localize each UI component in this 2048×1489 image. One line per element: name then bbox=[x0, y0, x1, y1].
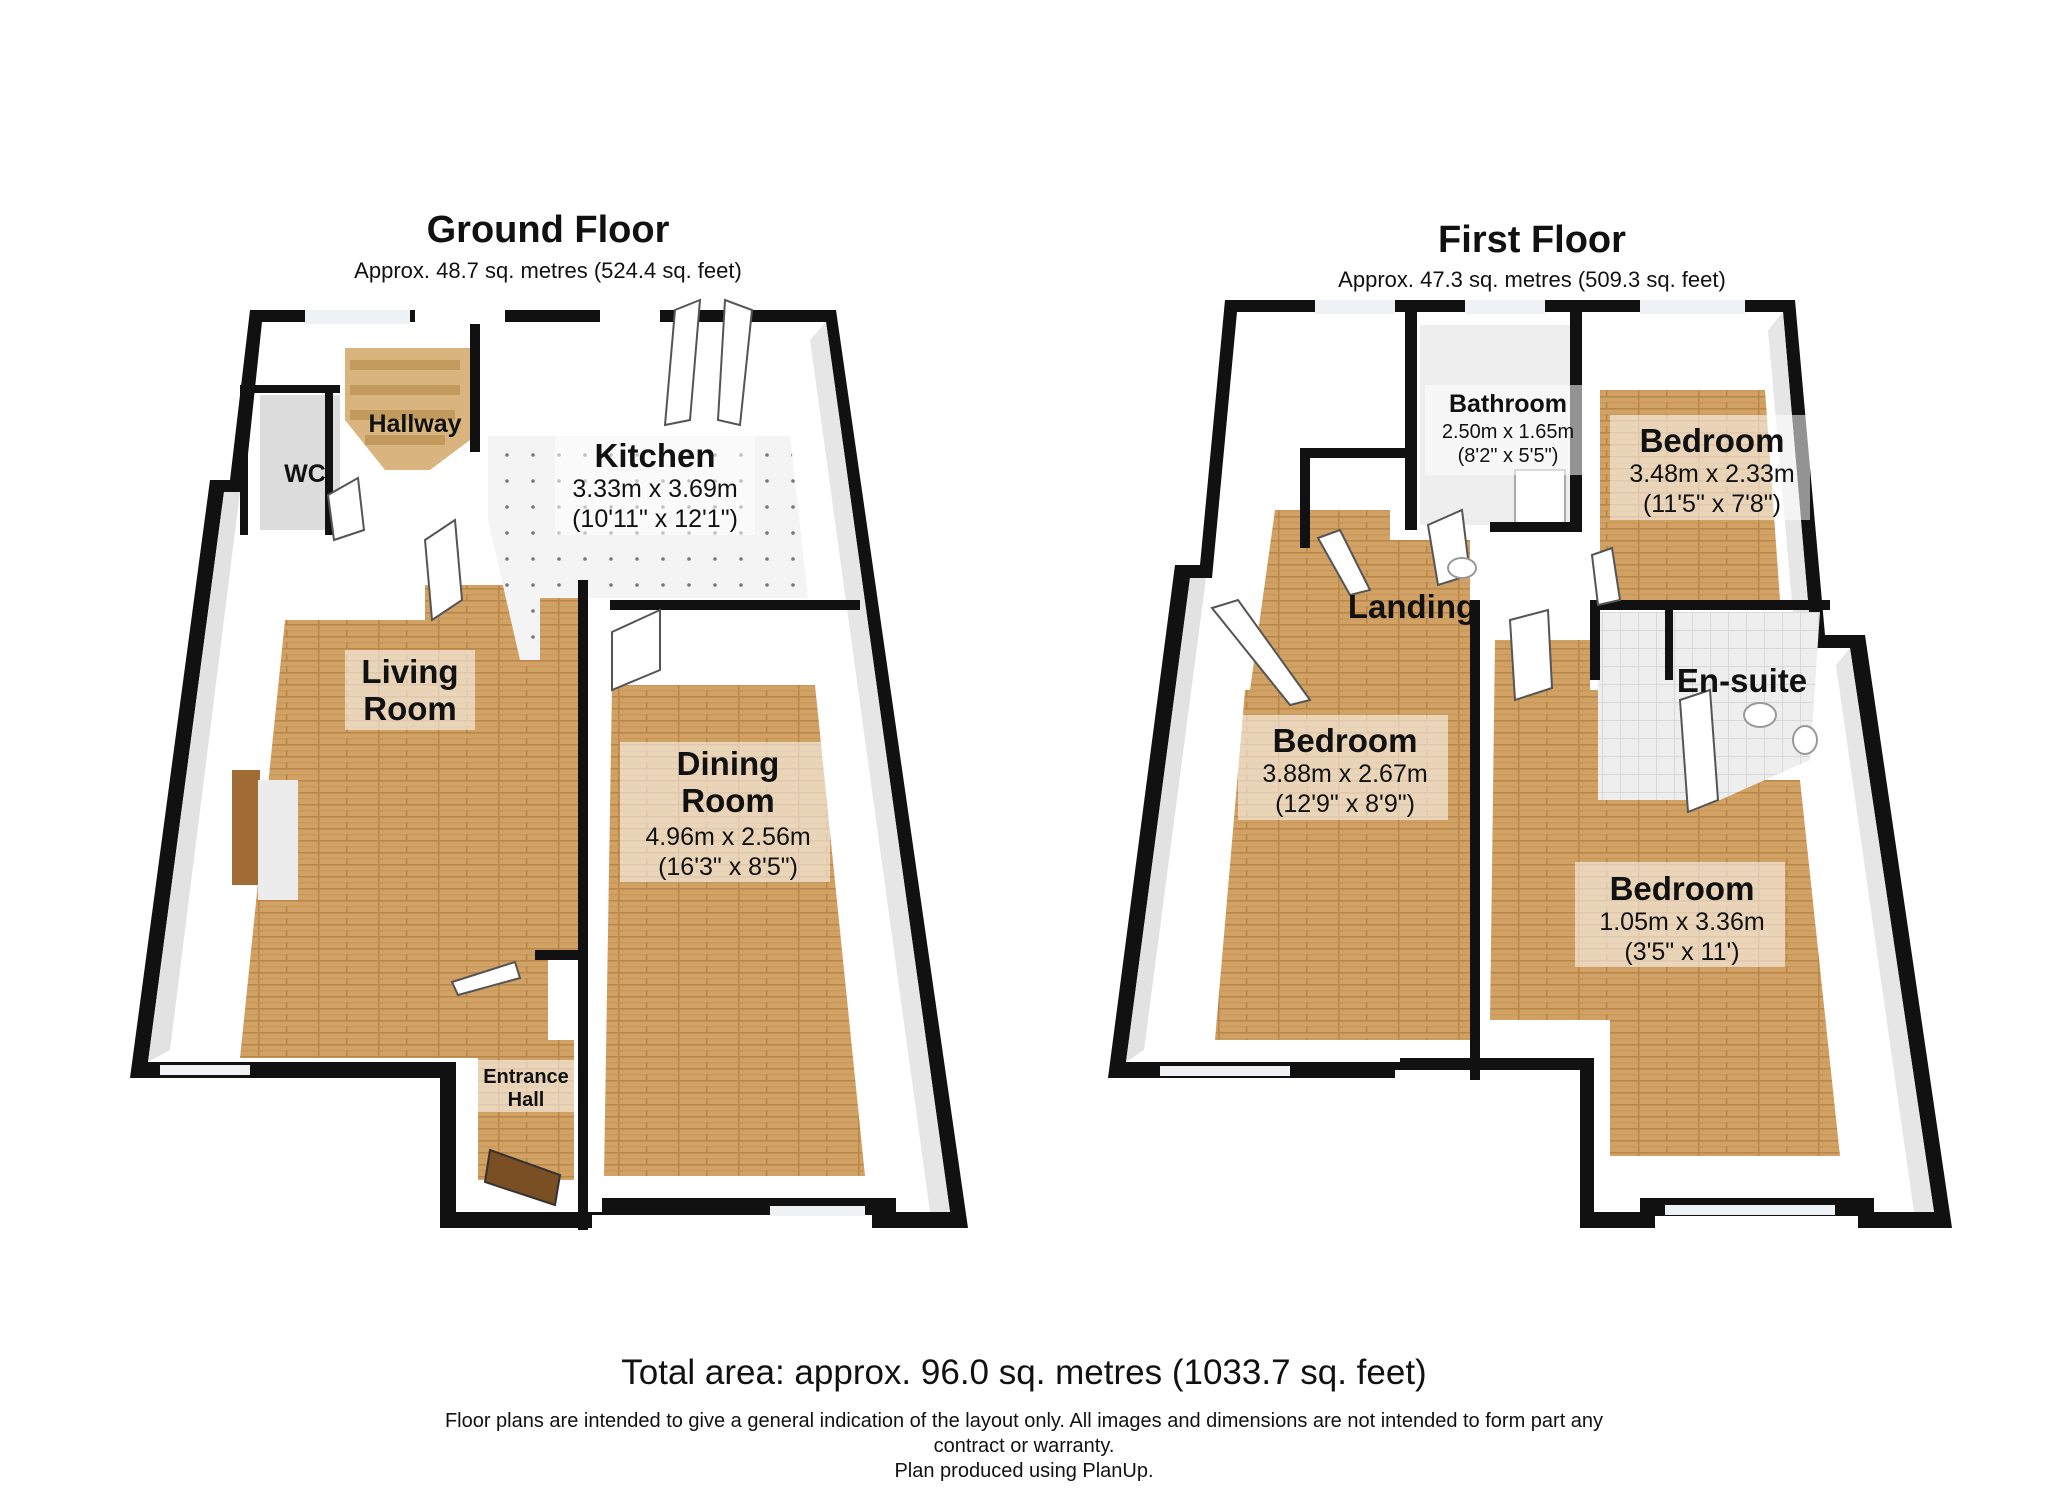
hall-door bbox=[423, 518, 464, 622]
ground-floor-plan: Ground Floor Approx. 48.7 sq. metres (52… bbox=[130, 209, 968, 1230]
hallway-label: Hallway bbox=[368, 410, 461, 438]
wc-label: WC bbox=[284, 460, 326, 488]
bathroom-toilet bbox=[1447, 557, 1477, 579]
ensuite-door bbox=[1678, 688, 1720, 814]
first-floor-title: First Floor bbox=[1438, 219, 1626, 261]
landing-floor bbox=[1250, 510, 1470, 690]
dining-room-label-line1: Dining bbox=[677, 745, 780, 782]
total-area: Total area: approx. 96.0 sq. metres (103… bbox=[621, 1353, 1427, 1392]
entrance-hall-label-line2: Hall bbox=[508, 1089, 545, 1111]
landing-label: Landing bbox=[1348, 588, 1476, 625]
ground-floor-area: Approx. 48.7 sq. metres (524.4 sq. feet) bbox=[354, 258, 742, 283]
first-floor-plan: First Floor Approx. 47.3 sq. metres (509… bbox=[1108, 219, 1952, 1228]
bedroom-rear-dimensions-imperial: (11'5" x 7'8") bbox=[1643, 490, 1781, 518]
dining-door bbox=[611, 608, 661, 692]
disclaimer-line2: contract or warranty. bbox=[933, 1435, 1115, 1457]
wc-door bbox=[326, 476, 366, 542]
ensuite-label: En-suite bbox=[1677, 662, 1807, 699]
disclaimer: Floor plans are intended to give a gener… bbox=[374, 1409, 1674, 1484]
bedroom-rear-dimensions-metric: 3.48m x 2.33m bbox=[1629, 460, 1794, 488]
living-room-label-line2: Room bbox=[363, 690, 457, 727]
produced-by: Plan produced using PlanUp. bbox=[894, 1460, 1154, 1482]
kitchen-dimensions-metric: 3.33m x 3.69m bbox=[572, 475, 737, 503]
bedroom-front-door bbox=[1508, 608, 1554, 702]
entrance-inner-door bbox=[450, 960, 522, 997]
bathroom-label: Bathroom bbox=[1449, 390, 1567, 418]
bedroom-front-label: Bedroom bbox=[1610, 870, 1755, 907]
bedroom-rear-door bbox=[1590, 546, 1622, 607]
bedroom-left-dimensions-imperial: (12'9" x 8'9") bbox=[1275, 790, 1415, 818]
bedroom-left-dimensions-metric: 3.88m x 2.67m bbox=[1262, 760, 1427, 788]
bedroom-front-dimensions-metric: 1.05m x 3.36m bbox=[1599, 908, 1764, 936]
kitchen-french-door-left bbox=[663, 298, 702, 427]
first-floor-area: Approx. 47.3 sq. metres (509.3 sq. feet) bbox=[1338, 267, 1726, 292]
dining-room-dimensions-imperial: (16'3" x 8'5") bbox=[658, 853, 798, 881]
kitchen-label: Kitchen bbox=[594, 437, 715, 474]
front-door bbox=[483, 1148, 562, 1207]
ensuite-toilet bbox=[1743, 702, 1777, 728]
bedroom-left-label: Bedroom bbox=[1273, 722, 1418, 759]
dining-room-dimensions-metric: 4.96m x 2.56m bbox=[645, 823, 810, 851]
kitchen-dimensions-imperial: (10'11" x 12'1") bbox=[572, 505, 738, 533]
bedroom-front-dimensions-imperial: (3'5" x 11') bbox=[1624, 938, 1739, 966]
kitchen-french-door-right bbox=[716, 298, 754, 427]
bathroom-dimensions-imperial: (8'2" x 5'5") bbox=[1458, 445, 1559, 467]
cupboard-door bbox=[1316, 528, 1372, 597]
dining-room-label-line2: Room bbox=[681, 782, 775, 819]
living-room-sideboard bbox=[232, 770, 260, 885]
bathroom-dimensions-metric: 2.50m x 1.65m bbox=[1442, 421, 1574, 443]
ensuite-basin bbox=[1792, 725, 1818, 755]
living-room-label-line1: Living bbox=[361, 653, 458, 690]
bedroom-rear-label: Bedroom bbox=[1640, 422, 1785, 459]
ground-floor-title: Ground Floor bbox=[427, 209, 670, 251]
entrance-hall-label-line1: Entrance bbox=[483, 1066, 569, 1088]
bedroom-left-door bbox=[1210, 598, 1312, 707]
living-room-floor bbox=[240, 585, 580, 1058]
disclaimer-line1: Floor plans are intended to give a gener… bbox=[444, 1410, 1604, 1432]
